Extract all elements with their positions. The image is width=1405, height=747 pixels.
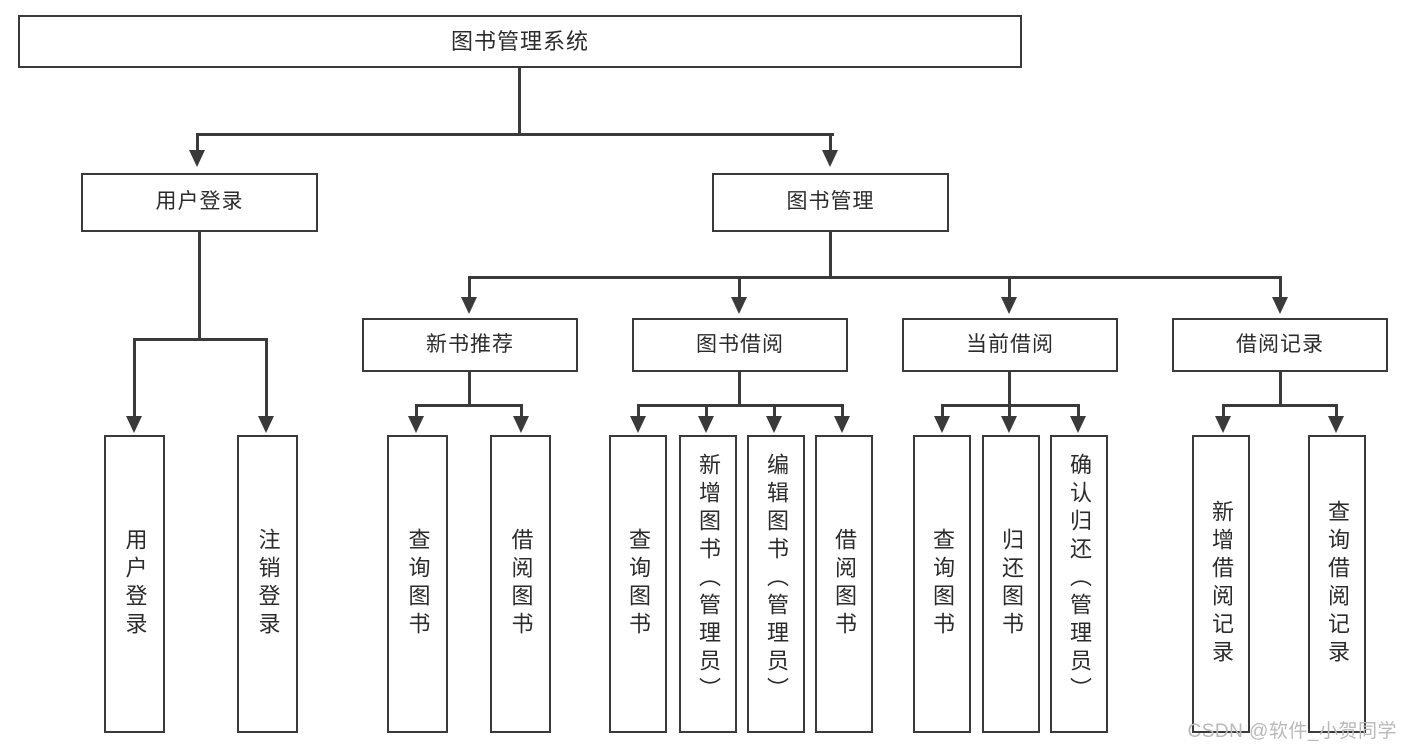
arrowhead-root-to-login — [189, 150, 205, 167]
arrowhead-bookmgmt-to-newbook — [461, 297, 477, 314]
leaf-borrow-borrow-book[interactable]: 借阅图书 — [815, 435, 873, 733]
leaf-newbook-query-book[interactable]: 查询图书 — [387, 435, 448, 733]
arrowhead-borrow-to-leaf2 — [698, 416, 714, 433]
connector-borrow-to-leaf2 — [705, 404, 708, 416]
node-label: 新书推荐 — [426, 332, 514, 356]
connector-record-to-leaf2 — [1335, 404, 1338, 416]
arrowhead-login-to-leaf1 — [126, 416, 142, 433]
node-label: 图书管理系统 — [450, 28, 589, 54]
arrowhead-current-to-leaf1 — [934, 416, 950, 433]
leaf-record-add-record[interactable]: 新增借阅记录 — [1192, 435, 1250, 733]
leaf-current-query-book[interactable]: 查询图书 — [913, 435, 971, 733]
leaf-record-query-record[interactable]: 查询借阅记录 — [1308, 435, 1366, 733]
connector-bookmgmt-bus — [468, 276, 1282, 279]
leaf-label: 查询图书 — [930, 528, 955, 640]
connector-current-to-leaf3 — [1077, 404, 1080, 416]
leaf-label: 查询图书 — [626, 528, 651, 640]
node-label: 用户登录 — [155, 190, 244, 214]
connector-bookmgmt-to-current — [1008, 276, 1011, 297]
connector-current-stem — [1008, 372, 1011, 406]
connector-bookmgmt-to-borrow — [738, 276, 741, 297]
connector-root-to-login — [196, 133, 199, 150]
arrowhead-bookmgmt-to-current — [1001, 297, 1017, 314]
leaf-label: 注销登录 — [255, 528, 281, 640]
connector-current-to-leaf2 — [1008, 404, 1011, 416]
node-label: 当前借阅 — [966, 332, 1054, 356]
connector-borrow-to-leaf3 — [773, 404, 776, 416]
node-book-borrow[interactable]: 图书借阅 — [632, 318, 848, 372]
connector-newbook-to-leaf2 — [520, 404, 523, 416]
node-label: 图书管理 — [786, 190, 875, 214]
arrowhead-borrow-to-leaf1 — [630, 416, 646, 433]
arrowhead-borrow-to-leaf3 — [766, 416, 782, 433]
leaf-label: 新增借阅记录 — [1209, 500, 1234, 668]
connector-borrow-to-leaf1 — [637, 404, 640, 416]
leaf-label: 查询借阅记录 — [1325, 500, 1350, 668]
connector-login-to-leaf1 — [133, 338, 136, 416]
connector-newbook-bus — [415, 404, 523, 407]
connector-login-stem — [198, 232, 201, 340]
leaf-label: 借阅图书 — [832, 528, 857, 640]
arrowhead-newbook-to-leaf1 — [408, 416, 424, 433]
leaf-label: 确认归还（管理员） — [1067, 453, 1092, 705]
arrowhead-current-to-leaf2 — [1001, 416, 1017, 433]
arrowhead-record-to-leaf1 — [1215, 416, 1231, 433]
node-book-management[interactable]: 图书管理 — [712, 173, 949, 232]
connector-login-to-leaf2 — [265, 338, 268, 416]
leaf-label: 归还图书 — [999, 528, 1024, 640]
leaf-newbook-borrow-book[interactable]: 借阅图书 — [490, 435, 551, 733]
leaf-borrow-add-book-admin[interactable]: 新增图书（管理员） — [679, 435, 737, 733]
node-borrow-record[interactable]: 借阅记录 — [1172, 318, 1388, 372]
leaf-label: 新增图书（管理员） — [696, 453, 721, 705]
leaf-label: 编辑图书（管理员） — [764, 453, 789, 705]
arrowhead-bookmgmt-to-record — [1272, 297, 1288, 314]
arrowhead-bookmgmt-to-borrow — [731, 297, 747, 314]
node-current-borrow[interactable]: 当前借阅 — [902, 318, 1118, 372]
leaf-user-login[interactable]: 用户登录 — [104, 435, 165, 733]
node-user-login[interactable]: 用户登录 — [81, 173, 318, 232]
leaf-label: 用户登录 — [122, 528, 148, 640]
arrowhead-newbook-to-leaf2 — [513, 416, 529, 433]
connector-borrow-to-leaf4 — [841, 404, 844, 416]
connector-bookmgmt-to-record — [1279, 276, 1282, 297]
leaf-logout[interactable]: 注销登录 — [237, 435, 298, 733]
leaf-current-confirm-return-admin[interactable]: 确认归还（管理员） — [1050, 435, 1108, 733]
connector-record-to-leaf1 — [1222, 404, 1225, 416]
arrowhead-borrow-to-leaf4 — [834, 416, 850, 433]
arrowhead-record-to-leaf2 — [1328, 416, 1344, 433]
leaf-borrow-query-book[interactable]: 查询图书 — [609, 435, 667, 733]
connector-root-bus — [196, 133, 834, 136]
leaf-borrow-edit-book-admin[interactable]: 编辑图书（管理员） — [747, 435, 805, 733]
connector-borrow-bus — [637, 404, 844, 407]
arrowhead-current-to-leaf3 — [1070, 416, 1086, 433]
connector-newbook-to-leaf1 — [415, 404, 418, 416]
connector-record-stem — [1279, 372, 1282, 406]
connector-root-stem — [518, 68, 521, 134]
leaf-current-return-book[interactable]: 归还图书 — [982, 435, 1040, 733]
node-label: 图书借阅 — [696, 332, 784, 356]
connector-root-to-bookmgmt — [829, 133, 832, 150]
node-root-system[interactable]: 图书管理系统 — [18, 15, 1022, 68]
watermark: CSDN @软件_小贺同学 — [1187, 721, 1397, 742]
connector-current-to-leaf1 — [941, 404, 944, 416]
leaf-label: 借阅图书 — [508, 528, 534, 640]
arrowhead-root-to-bookmgmt — [822, 150, 838, 167]
connector-login-bus — [133, 338, 268, 341]
arrowhead-login-to-leaf2 — [258, 416, 274, 433]
connector-record-bus — [1222, 404, 1338, 407]
connector-bookmgmt-to-newbook — [468, 276, 471, 297]
leaf-label: 查询图书 — [405, 528, 431, 640]
connector-newbook-stem — [468, 372, 471, 406]
connector-borrow-stem — [738, 372, 741, 406]
node-new-book-recommend[interactable]: 新书推荐 — [362, 318, 578, 372]
node-label: 借阅记录 — [1236, 332, 1324, 356]
connector-bookmgmt-stem — [829, 232, 832, 278]
